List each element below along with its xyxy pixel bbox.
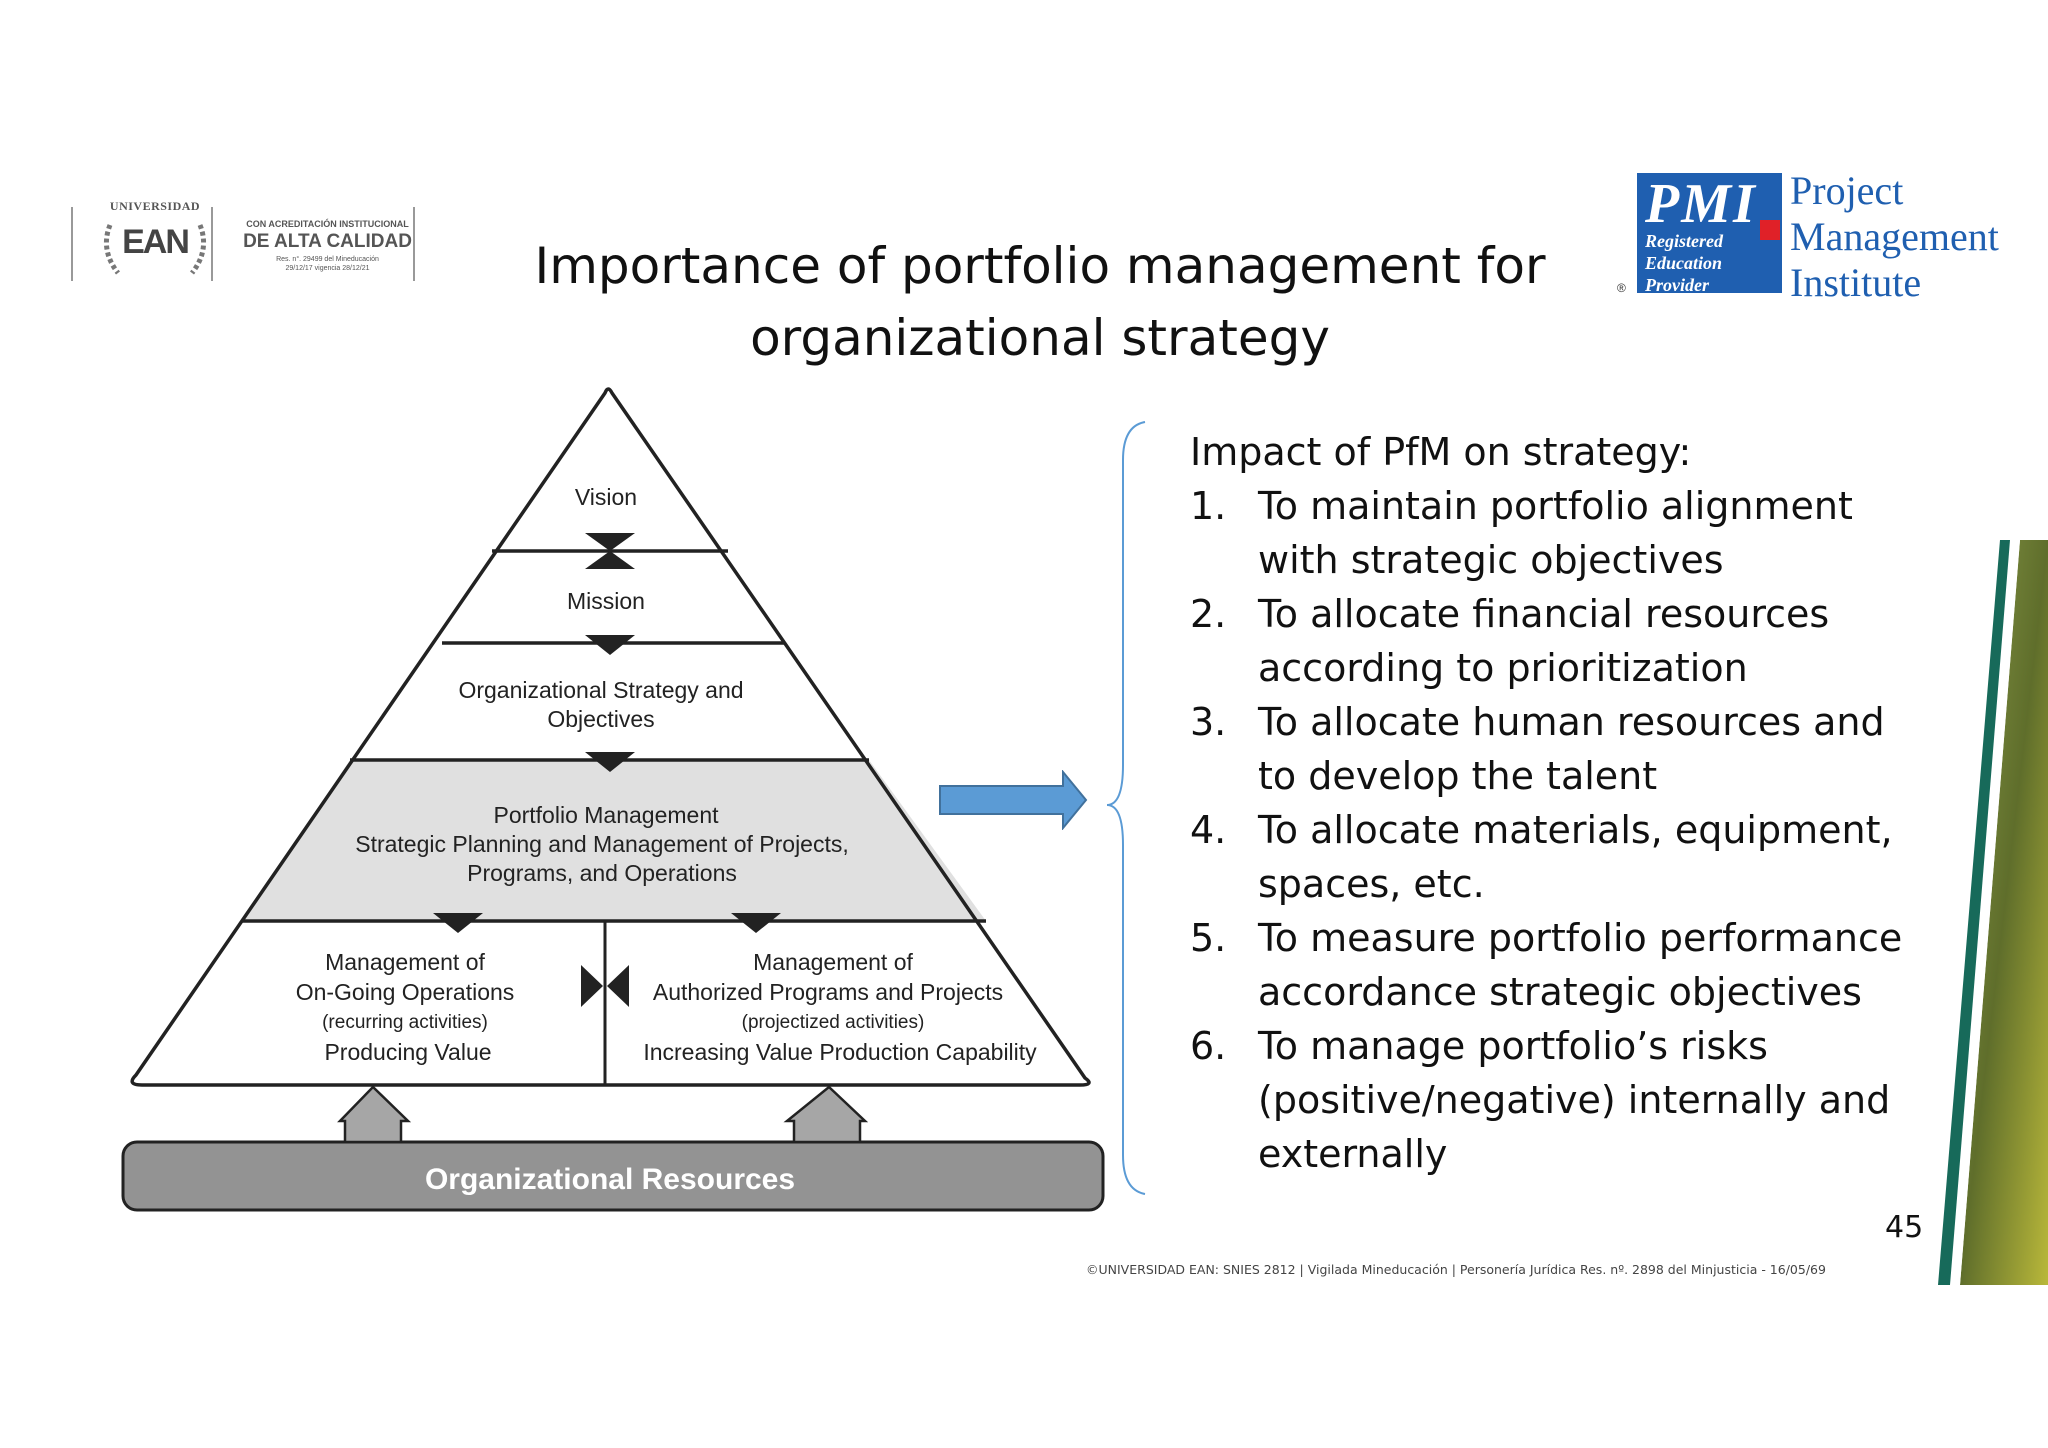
impact-item-text: To allocate financial resources according…: [1258, 587, 1910, 695]
ean-accreditation-2: DE ALTA CALIDAD: [243, 231, 412, 252]
impact-item-line: according to prioritization: [1258, 646, 1748, 690]
impact-item-line: accordance strategic objectives: [1258, 970, 1862, 1014]
impact-item-number: 2.: [1190, 592, 1227, 636]
impact-list: Impact of PfM on strategy: 1. To maintain…: [1190, 425, 1910, 1181]
pmi-name: Project Management Institute: [1790, 168, 1999, 306]
operations-label-3: (recurring activities): [322, 1012, 488, 1033]
down-triangle-vision: [585, 533, 635, 551]
ean-accreditation-res: Res. n°. 29499 del Mineducación: [276, 256, 379, 263]
ean-accreditation-dates: 29/12/17 vigencia 28/12/21: [285, 265, 370, 272]
impact-item-line: with strategic objectives: [1258, 538, 1724, 582]
pmi-name-2: Management: [1790, 214, 1999, 259]
impact-item-line: To manage portfolio’s risks: [1258, 1024, 1768, 1068]
operations-label-1: Management of: [325, 949, 485, 975]
resources-label: Organizational Resources: [425, 1163, 795, 1196]
resource-arrow-left: [337, 1085, 412, 1144]
strategy-label-2: Objectives: [547, 706, 654, 732]
portfolio-label-3: Programs, and Operations: [467, 860, 737, 886]
programs-label-1: Management of: [753, 949, 913, 975]
pmi-registered-3: Provider: [1645, 275, 1709, 295]
impact-item-line: spaces, etc.: [1258, 862, 1485, 906]
pmi-registered-text: Registered Education Provider: [1645, 230, 1765, 296]
portfolio-label-2: Strategic Planning and Management of Pro…: [355, 831, 849, 857]
right-arrow-icon: [939, 770, 1088, 830]
impact-item-line: To maintain portfolio alignment: [1258, 484, 1853, 528]
pmi-registered-2: Education: [1645, 253, 1723, 273]
vision-label: Vision: [575, 484, 637, 510]
impact-item-line: externally: [1258, 1132, 1448, 1176]
portfolio-band: [242, 760, 986, 921]
impact-item-number: 3.: [1190, 700, 1227, 744]
portfolio-pyramid-diagram: Organizational Resources Vision Mission …: [121, 387, 1105, 1212]
impact-item-line: To allocate human resources and: [1258, 700, 1885, 744]
impact-item-number: 4.: [1190, 808, 1227, 852]
pmi-block: [1637, 173, 1782, 293]
right-triangle-connector: [581, 965, 603, 1007]
pmi-registered-symbol: ®: [1617, 281, 1626, 295]
down-triangle-right: [731, 913, 781, 933]
pmi-logo: PMI Registered Education Provider Projec…: [1615, 168, 2015, 308]
left-triangle-connector: [607, 965, 629, 1007]
programs-label-2: Authorized Programs and Projects: [653, 979, 1003, 1005]
strategy-label-1: Organizational Strategy and: [458, 677, 743, 703]
impact-item: 4. To allocate materials, equipment, space…: [1190, 803, 1910, 911]
impact-item-text: To measure portfolio performance accordan…: [1258, 911, 1910, 1019]
impact-item-line: To measure portfolio performance: [1258, 916, 1903, 960]
impact-item-text: To allocate materials, equipment, spaces,…: [1258, 803, 1910, 911]
decorative-stripes: [1938, 540, 2048, 1285]
ean-logo-frame: [71, 207, 415, 281]
pmi-red-square: [1760, 220, 1780, 240]
impact-heading: Impact of PfM on strategy:: [1190, 430, 1692, 474]
resources-bar: [121, 1140, 1105, 1212]
impact-item: 6. To manage portfolio’s risks (positive/n…: [1190, 1019, 1910, 1181]
impact-item: 3. To allocate human resources and to deve…: [1190, 695, 1910, 803]
pmi-mark: PMI: [1645, 173, 1757, 235]
slide-title-line2: organizational strategy: [750, 309, 1330, 367]
ean-logo: UNIVERSIDAD EAN CON ACREDITACIÓN INSTITU…: [70, 195, 420, 285]
down-triangle-left: [433, 913, 483, 933]
slide-title-line1: Importance of portfolio management for: [534, 237, 1546, 295]
ean-accreditation-1: CON ACREDITACIÓN INSTITUCIONAL: [246, 219, 409, 229]
impact-item-line: To allocate financial resources: [1258, 592, 1830, 636]
impact-item-number: 5.: [1190, 916, 1227, 960]
resource-arrow-right: [783, 1085, 869, 1144]
impact-item: 2. To allocate financial resources accordi…: [1190, 587, 1910, 695]
down-triangle-mission: [585, 635, 635, 655]
laurel-right-icon: [189, 224, 207, 275]
impact-item-text: To manage portfolio’s risks (positive/neg…: [1258, 1019, 1910, 1181]
impact-item-line: To allocate materials, equipment,: [1258, 808, 1893, 852]
impact-item: 1. To maintain portfolio alignment with st…: [1190, 479, 1910, 587]
up-arrow-left: [340, 1123, 342, 1142]
footer-text: ©UNIVERSIDAD EAN: SNIES 2812 | Vigilada …: [1086, 1262, 1826, 1277]
ean-name: EAN: [122, 223, 190, 261]
operations-label-2: On-Going Operations: [296, 979, 515, 1005]
mission-label: Mission: [567, 588, 645, 614]
pyramid-outline: [130, 387, 1091, 1087]
page-number: 45: [1885, 1210, 1924, 1245]
impact-item-line: (positive/negative) internally and: [1258, 1078, 1891, 1122]
impact-item-text: To allocate human resources and to develo…: [1258, 695, 1910, 803]
pmi-name-3: Institute: [1790, 260, 1922, 305]
impact-item: 5. To measure portfolio performance accord…: [1190, 911, 1910, 1019]
pmi-registered-1: Registered: [1645, 231, 1723, 251]
pmi-name-1: Project: [1790, 168, 1904, 213]
impact-item-line: to develop the talent: [1258, 754, 1658, 798]
impact-item-text: To maintain portfolio alignment with stra…: [1258, 479, 1910, 587]
impact-item-number: 1.: [1190, 484, 1227, 528]
left-brace: [1106, 421, 1146, 1195]
ean-accreditation-3: Res. n°. 29499 del Mineducación 29/12/17…: [240, 255, 415, 273]
ean-university-label: UNIVERSIDAD: [109, 199, 201, 213]
up-triangle-mission: [585, 551, 635, 569]
down-triangle-strategy: [585, 752, 635, 772]
slide-title: Importance of portfolio management for o…: [440, 230, 1640, 374]
programs-label-4: Increasing Value Production Capability: [643, 1039, 1037, 1065]
operations-label-4: Producing Value: [324, 1039, 491, 1065]
impact-items: 1. To maintain portfolio alignment with st…: [1190, 479, 1910, 1181]
impact-item-number: 6.: [1190, 1024, 1227, 1068]
programs-label-3: (projectized activities): [742, 1012, 925, 1033]
portfolio-label-1: Portfolio Management: [493, 802, 719, 828]
laurel-left-icon: [103, 224, 121, 275]
